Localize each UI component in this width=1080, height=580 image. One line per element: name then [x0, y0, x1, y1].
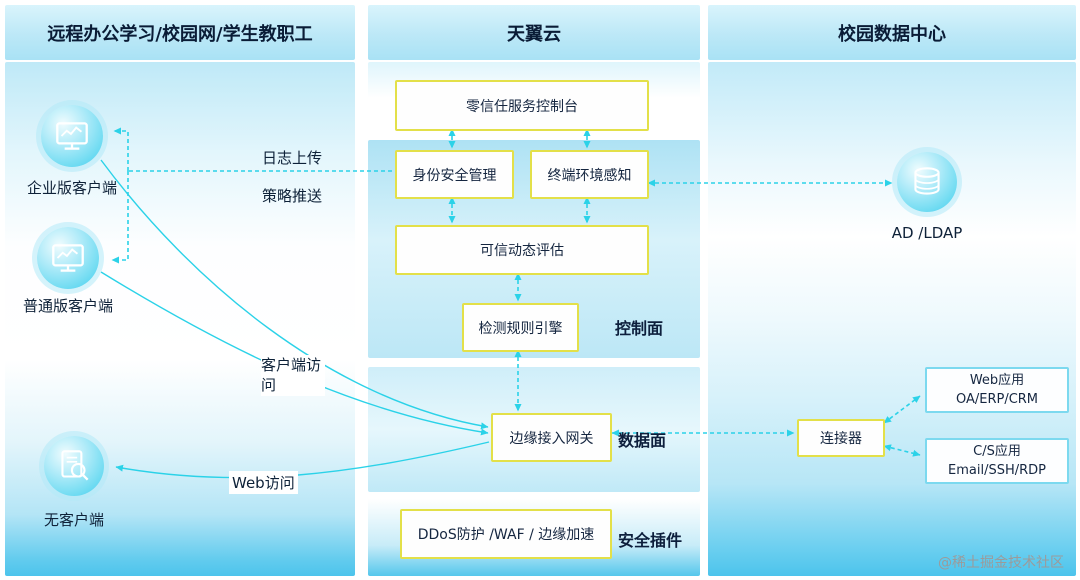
web-app-line1: Web应用 [969, 372, 1025, 388]
client-access-label: 客户端访问 [261, 355, 325, 396]
security-plugin-label: 安全插件 [618, 531, 683, 550]
ad-ldap-label: AD /LDAP [891, 224, 963, 242]
cs-app-line2: Email/SSH/RDP [948, 463, 1046, 478]
no-client-label: 无客户端 [43, 511, 104, 529]
standard-client-label: 普通版客户端 [22, 297, 113, 315]
standard-client-icon [37, 227, 99, 289]
database-icon [914, 167, 940, 195]
identity-security-box: 身份安全管理 [395, 150, 514, 199]
security-plugins-box: DDoS防护 /WAF / 边缘加速 [400, 509, 612, 559]
connector-box: 连接器 [797, 419, 885, 457]
monitor-chart-icon [56, 122, 88, 150]
edge-gateway-box: 边缘接入网关 [491, 413, 612, 462]
database-icon [897, 152, 957, 212]
enterprise-client-label: 企业版客户端 [26, 179, 117, 197]
column-header-datacenter: 校园数据中心 [708, 5, 1076, 60]
cs-app-box: C/S应用 Email/SSH/RDP [925, 438, 1069, 484]
column-header-cloud: 天翼云 [368, 5, 700, 60]
monitor-chart-icon [52, 244, 84, 272]
detection-engine-box: 检测规则引擎 [462, 303, 579, 352]
enterprise-client-icon [41, 105, 103, 167]
column-header-users: 远程办公学习/校园网/学生教职工 [5, 5, 355, 60]
document-search-icon [61, 450, 89, 481]
data-plane-label: 数据面 [618, 431, 667, 450]
watermark: @稀土掘金技术社区 [938, 555, 1064, 571]
policy-push-label: 策略推送 [262, 187, 323, 205]
web-app-box: Web应用 OA/ERP/CRM [925, 367, 1069, 413]
web-access-label: Web访问 [229, 471, 298, 494]
cs-app-line1: C/S应用 [973, 443, 1021, 459]
zero-trust-console-box: 零信任服务控制台 [395, 80, 649, 131]
right-column-background [708, 62, 1076, 576]
web-app-line2: OA/ERP/CRM [955, 392, 1039, 407]
terminal-environment-box: 终端环境感知 [530, 150, 649, 199]
no-client-icon [44, 436, 104, 496]
trusted-evaluation-box: 可信动态评估 [395, 225, 649, 275]
log-upload-label: 日志上传 [262, 149, 323, 167]
control-plane-label: 控制面 [615, 319, 664, 338]
